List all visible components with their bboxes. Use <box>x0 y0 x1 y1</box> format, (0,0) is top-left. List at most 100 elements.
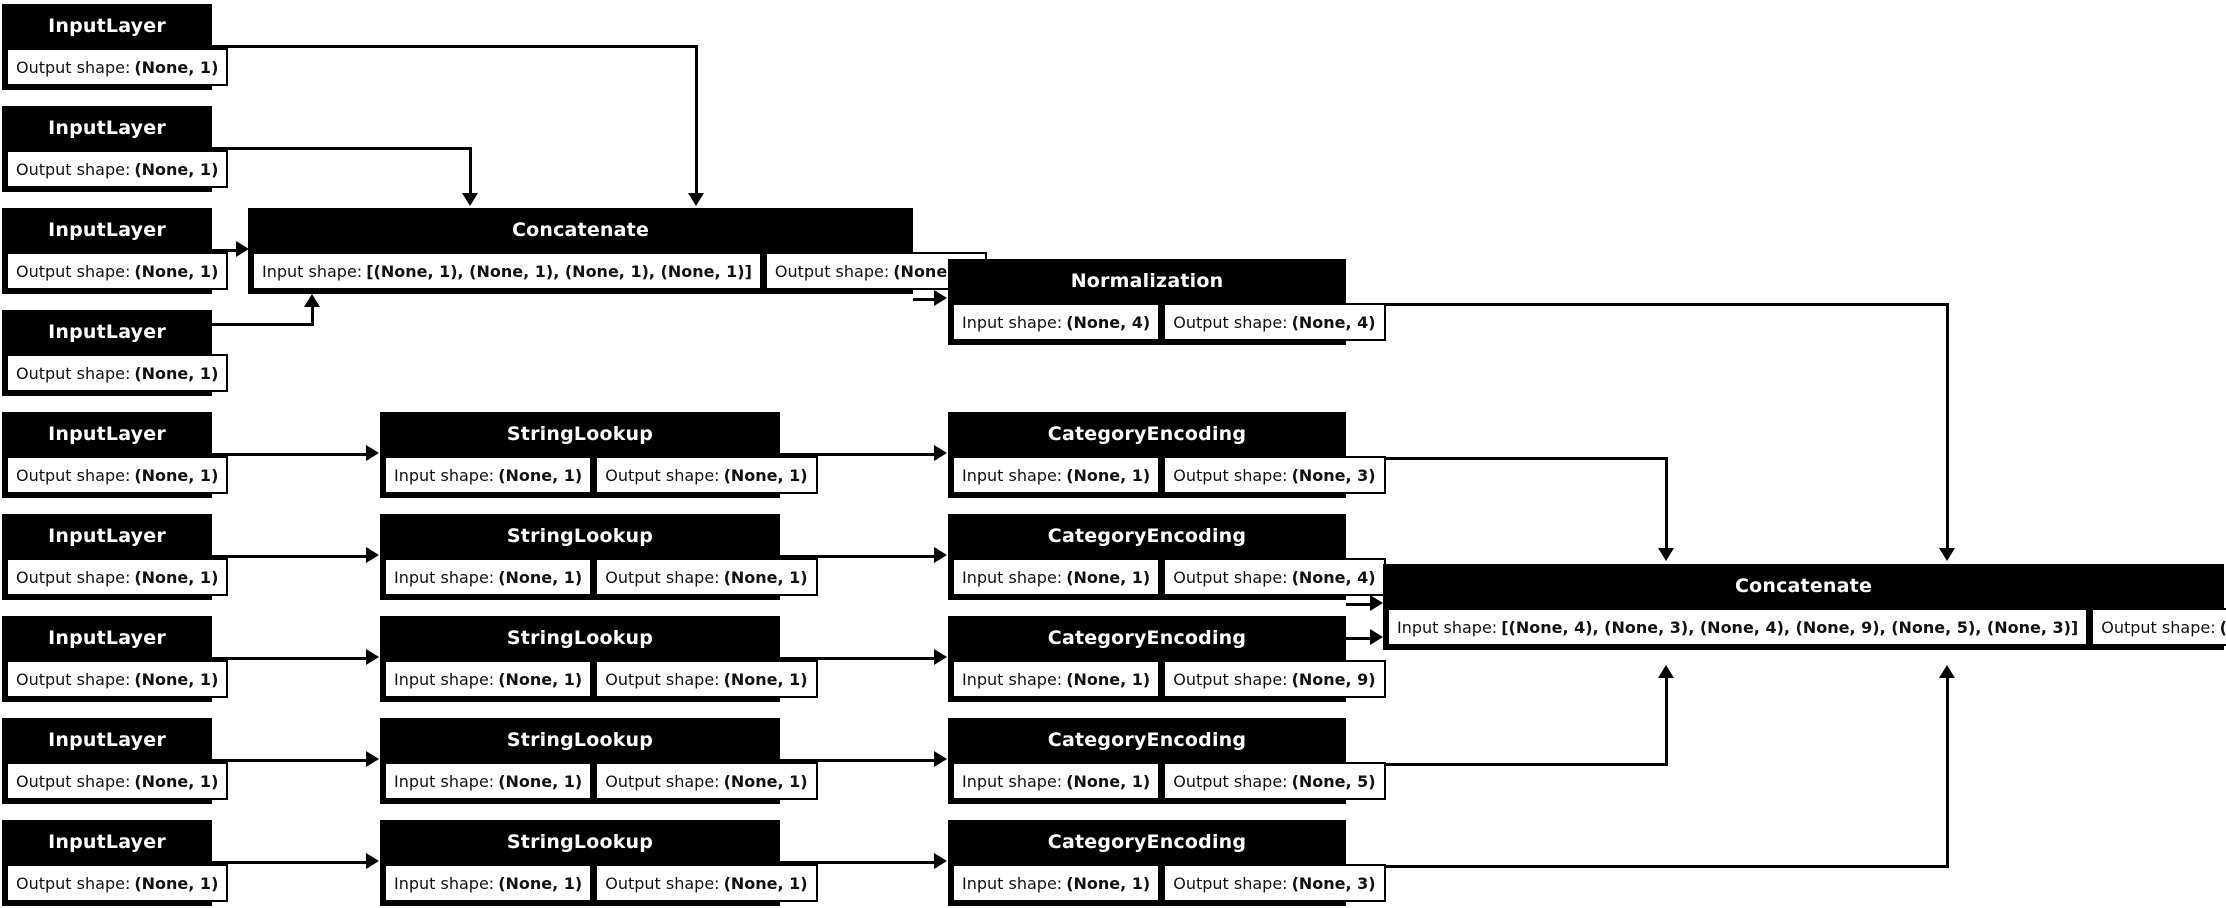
node-inputlayer-numeric-3[interactable]: InputLayer Output shape: (None, 1) <box>2 208 229 294</box>
output-shape-label: Output shape: <box>16 57 131 77</box>
edge-concat-normalization-h <box>913 298 935 301</box>
node-type-label: StringLookup <box>382 720 778 760</box>
output-shape-value: (None, 5) <box>1291 771 1376 791</box>
edge-row3-input-lookup <box>212 657 368 660</box>
node-shape-row: Output shape: (None, 1) <box>4 46 229 88</box>
node-categoryencoding-1[interactable]: CategoryEncoding Input shape: (None, 1) … <box>948 412 1386 498</box>
node-shape-row: Output shape: (None, 1) <box>4 454 229 496</box>
input-shape-cell: Input shape: (None, 1) <box>952 558 1161 596</box>
node-type-label: Concatenate <box>250 210 911 250</box>
node-stringlookup-1[interactable]: StringLookup Input shape: (None, 1) Outp… <box>380 412 818 498</box>
input-shape-label: Input shape: <box>962 567 1063 587</box>
edge-row1-input-lookup-arrowhead <box>366 445 379 461</box>
node-normalization[interactable]: Normalization Input shape: (None, 4) Out… <box>948 259 1386 345</box>
edge-row3-input-lookup-arrowhead <box>366 649 379 665</box>
output-shape-value: (None, 1) <box>134 159 219 179</box>
edge-row5-lookup-encoding <box>780 861 936 864</box>
node-type-label: InputLayer <box>4 618 210 658</box>
node-type-label: CategoryEncoding <box>950 720 1344 760</box>
input-shape-value: (None, 1) <box>498 567 583 587</box>
node-shape-row: Output shape: (None, 1) <box>4 352 229 394</box>
node-inputlayer-numeric-1[interactable]: InputLayer Output shape: (None, 1) <box>2 4 229 90</box>
node-inputlayer-categorical-2[interactable]: InputLayer Output shape: (None, 1) <box>2 514 229 600</box>
output-shape-label: Output shape: <box>605 771 720 791</box>
node-categoryencoding-5[interactable]: CategoryEncoding Input shape: (None, 1) … <box>948 820 1386 906</box>
output-shape-value: (None, 1) <box>134 57 219 77</box>
output-shape-label: Output shape: <box>1173 567 1288 587</box>
output-shape-value: (None, 1) <box>134 873 219 893</box>
node-inputlayer-categorical-4[interactable]: InputLayer Output shape: (None, 1) <box>2 718 229 804</box>
edge-input1-arrowhead <box>688 193 704 206</box>
output-shape-cell: Output shape: (None, 1) <box>6 252 229 290</box>
output-shape-cell: Output shape: (None, 1) <box>6 456 229 494</box>
input-shape-value: [(None, 4), (None, 3), (None, 4), (None,… <box>1501 617 2079 637</box>
input-shape-cell: Input shape: (None, 4) <box>952 303 1161 341</box>
output-shape-cell: Output shape: (None, 28) <box>2091 608 2226 646</box>
input-shape-value: (None, 1) <box>498 771 583 791</box>
node-type-label: InputLayer <box>4 6 210 46</box>
node-categoryencoding-4[interactable]: CategoryEncoding Input shape: (None, 1) … <box>948 718 1386 804</box>
node-inputlayer-numeric-2[interactable]: InputLayer Output shape: (None, 1) <box>2 106 229 192</box>
node-shape-row: Input shape: (None, 1) Output shape: (No… <box>950 862 1386 904</box>
node-stringlookup-5[interactable]: StringLookup Input shape: (None, 1) Outp… <box>380 820 818 906</box>
node-shape-row: Input shape: (None, 1) Output shape: (No… <box>950 556 1386 598</box>
input-shape-cell: Input shape: (None, 1) <box>384 762 593 800</box>
node-inputlayer-categorical-5[interactable]: InputLayer Output shape: (None, 1) <box>2 820 229 906</box>
node-stringlookup-3[interactable]: StringLookup Input shape: (None, 1) Outp… <box>380 616 818 702</box>
input-shape-label: Input shape: <box>962 873 1063 893</box>
input-shape-cell: Input shape: (None, 1) <box>384 660 593 698</box>
output-shape-label: Output shape: <box>1173 873 1288 893</box>
edge-row2-input-lookup <box>212 555 368 558</box>
input-shape-value: (None, 1) <box>1066 567 1151 587</box>
input-shape-label: Input shape: <box>394 465 495 485</box>
node-shape-row: Input shape: (None, 1) Output shape: (No… <box>382 454 818 496</box>
edge-row3-lookup-encoding <box>780 657 936 660</box>
node-type-label: InputLayer <box>4 414 210 454</box>
output-shape-value: (None, 1) <box>134 567 219 587</box>
node-shape-row: Input shape: (None, 1) Output shape: (No… <box>382 556 818 598</box>
output-shape-value: (None, 4) <box>1291 567 1376 587</box>
output-shape-cell: Output shape: (None, 4) <box>1163 558 1386 596</box>
output-shape-cell: Output shape: (None, 1) <box>595 456 818 494</box>
node-type-label: InputLayer <box>4 312 210 352</box>
edge-input4-arrowhead <box>304 294 320 307</box>
input-shape-label: Input shape: <box>962 312 1063 332</box>
node-shape-row: Input shape: (None, 1) Output shape: (No… <box>950 760 1386 802</box>
edge-row2-encoding-concat <box>1346 603 1371 606</box>
node-shape-row: Input shape: (None, 1) Output shape: (No… <box>382 760 818 802</box>
input-shape-label: Input shape: <box>394 771 495 791</box>
edge-row3-encoding-concat-arrowhead <box>1370 629 1383 645</box>
output-shape-label: Output shape: <box>605 669 720 689</box>
node-stringlookup-4[interactable]: StringLookup Input shape: (None, 1) Outp… <box>380 718 818 804</box>
node-type-label: StringLookup <box>382 414 778 454</box>
node-categoryencoding-2[interactable]: CategoryEncoding Input shape: (None, 1) … <box>948 514 1386 600</box>
output-shape-value: (None, 1) <box>723 567 808 587</box>
input-shape-label: Input shape: <box>394 567 495 587</box>
edge-row3-encoding-concat <box>1346 637 1371 640</box>
edge-row5-lookup-encoding-arrowhead <box>934 853 947 869</box>
node-stringlookup-2[interactable]: StringLookup Input shape: (None, 1) Outp… <box>380 514 818 600</box>
node-inputlayer-categorical-1[interactable]: InputLayer Output shape: (None, 1) <box>2 412 229 498</box>
output-shape-label: Output shape: <box>1173 465 1288 485</box>
node-type-label: Concatenate <box>1385 566 2222 606</box>
edge-input1-v <box>695 45 698 193</box>
output-shape-cell: Output shape: (None, 1) <box>595 864 818 902</box>
node-type-label: StringLookup <box>382 516 778 556</box>
node-concatenate-numeric[interactable]: Concatenate Input shape: [(None, 1), (No… <box>248 208 988 294</box>
output-shape-label: Output shape: <box>16 465 131 485</box>
node-inputlayer-categorical-3[interactable]: InputLayer Output shape: (None, 1) <box>2 616 229 702</box>
edge-input2-h <box>212 147 472 150</box>
node-concatenate-final[interactable]: Concatenate Input shape: [(None, 4), (No… <box>1383 564 2226 650</box>
edge-row2-lookup-encoding-arrowhead <box>934 547 947 563</box>
edge-row4-lookup-encoding-arrowhead <box>934 751 947 767</box>
input-shape-value: (None, 4) <box>1066 312 1151 332</box>
input-shape-cell: Input shape: (None, 1) <box>952 762 1161 800</box>
input-shape-cell: Input shape: (None, 1) <box>384 864 593 902</box>
edge-row1-encoding-concat-arrowhead <box>1658 548 1674 561</box>
node-type-label: CategoryEncoding <box>950 414 1344 454</box>
edge-row3-lookup-encoding-arrowhead <box>934 649 947 665</box>
node-categoryencoding-3[interactable]: CategoryEncoding Input shape: (None, 1) … <box>948 616 1386 702</box>
edge-row4-input-lookup-arrowhead <box>366 751 379 767</box>
node-type-label: CategoryEncoding <box>950 516 1344 556</box>
node-inputlayer-numeric-4[interactable]: InputLayer Output shape: (None, 1) <box>2 310 229 396</box>
